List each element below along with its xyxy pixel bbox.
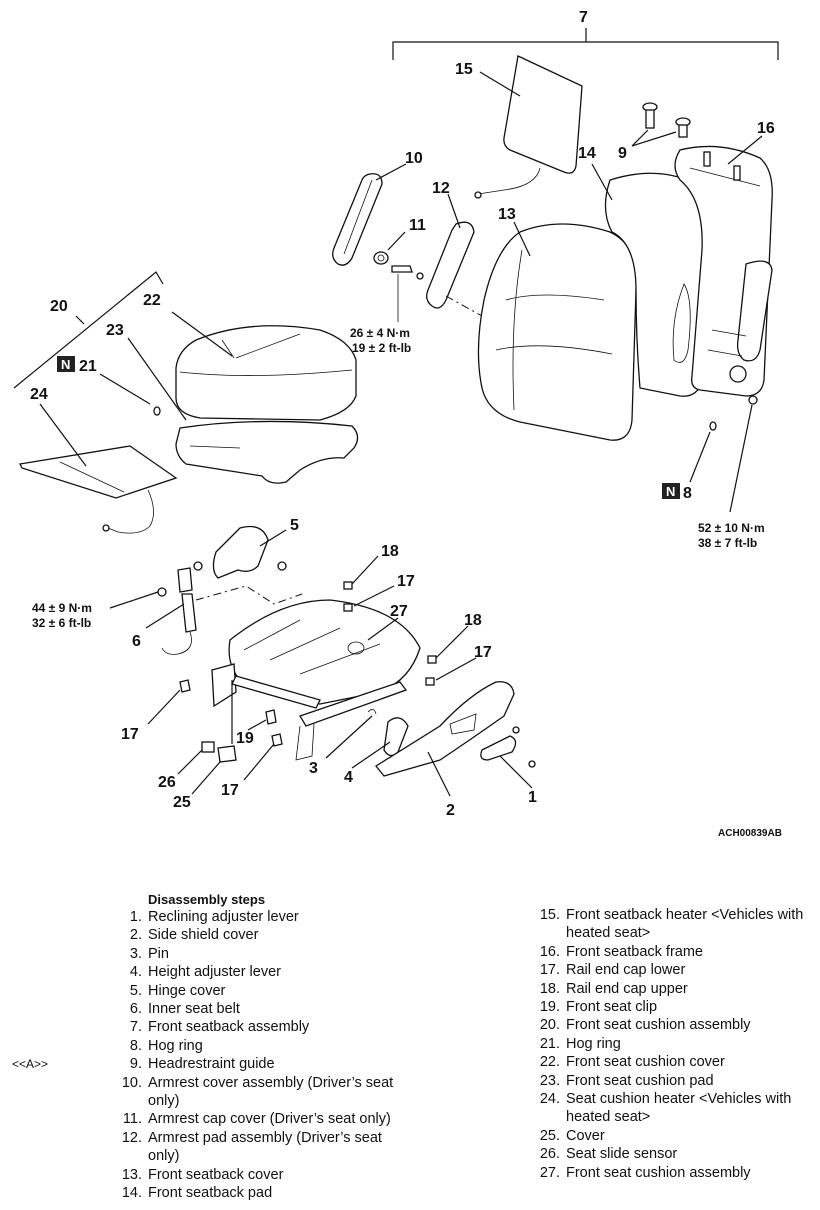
- step-item: 11.Armrest cap cover (Driver’s seat only…: [122, 1111, 391, 1128]
- step-item: 5.Hinge cover: [129, 982, 226, 999]
- reclining-lever-part: [480, 735, 536, 768]
- step-item: 7.Front seatback assembly: [129, 1019, 310, 1036]
- callout-22: 22: [143, 292, 161, 309]
- callout-26: 26: [158, 774, 176, 791]
- front-seat-clip-part: [265, 709, 277, 725]
- callout-8: 8: [683, 485, 692, 502]
- svg-text:N: N: [61, 357, 70, 372]
- seat-slide-sensor-part: [201, 741, 237, 763]
- cushion-heater-part: [19, 445, 178, 534]
- step-item: 16.Front seatback frame: [539, 943, 703, 960]
- step-item: 14.Front seatback pad: [121, 1185, 273, 1202]
- figure-code: ACH00839AB: [718, 828, 782, 839]
- hinge-cover-part: [193, 525, 287, 579]
- callout-24: 24: [30, 386, 48, 403]
- callout-7: 7: [579, 9, 588, 26]
- step-item: 3.Pin: [129, 945, 169, 962]
- armrest-cap-part: [373, 251, 424, 280]
- rail-end-cap-part: [179, 581, 437, 747]
- svg-text:N: N: [666, 484, 675, 499]
- callout-5: 5: [290, 517, 299, 534]
- callout-16: 16: [757, 120, 775, 137]
- step-item: 27.Front seat cushion assembly: [539, 1164, 751, 1181]
- callout-14: 14: [578, 145, 596, 162]
- step-item: 1.Reclining adjuster lever: [129, 909, 299, 925]
- steps-title: Disassembly steps: [148, 892, 266, 907]
- step-item: 10.Armrest cover assembly (Driver’s seat…: [121, 1074, 394, 1110]
- torque-spec-imperial: 38 ± 7 ft-lb: [698, 536, 757, 550]
- callout-21: 21: [79, 358, 97, 375]
- callout-27: 27: [390, 603, 408, 620]
- callout-13: 13: [498, 206, 516, 223]
- step-item: 12.Armrest pad assembly (Driver’s seat o…: [121, 1129, 382, 1165]
- step-item: 9.Headrestraint guide: [129, 1056, 275, 1073]
- seatback-cover-part: [477, 223, 638, 441]
- inner-seat-belt-part: [157, 567, 197, 655]
- callout-11: 11: [409, 217, 426, 234]
- callout-17d: 17: [221, 782, 239, 799]
- hog-ring-part: [709, 421, 717, 431]
- callout-19: 19: [236, 730, 254, 747]
- step-item: 22.Front seat cushion cover: [539, 1054, 725, 1071]
- seat-cushion-frame-part: [211, 599, 421, 761]
- callout-3: 3: [309, 760, 318, 777]
- step-item: 8.Hog ring: [129, 1037, 203, 1054]
- callout-18b: 18: [464, 612, 482, 629]
- step-item: 19.Front seat clip: [539, 999, 658, 1016]
- armrest-cover-part: [332, 173, 383, 266]
- step-item: 25.Cover: [539, 1127, 605, 1144]
- callout-1: 1: [528, 789, 537, 806]
- step-item: 26.Seat slide sensor: [539, 1146, 678, 1163]
- callout-25: 25: [173, 794, 191, 811]
- step-item: 21.Hog ring: [539, 1035, 621, 1052]
- step-item: 18.Rail end cap upper: [539, 980, 688, 997]
- callout-15: 15: [455, 61, 473, 78]
- replace-mark-icon: [57, 356, 75, 372]
- step-item: 17.Rail end cap lower: [539, 962, 686, 979]
- callout-2: 2: [446, 802, 455, 819]
- torque-spec-metric: 44 ± 9 N·m: [32, 601, 92, 615]
- step-item: 15.Front seatback heater <Vehicles with …: [539, 907, 804, 942]
- replace-mark-icon: [662, 483, 680, 499]
- callout-17c: 17: [121, 726, 139, 743]
- seatback-frame-part: [674, 145, 773, 397]
- torque-spec-metric: 52 ± 10 N·m: [698, 521, 765, 535]
- pin-part: [367, 709, 377, 715]
- callout-23: 23: [106, 322, 124, 339]
- callout-18a: 18: [381, 543, 399, 560]
- steps-list-left: 1.Reclining adjuster lever 2.Side shield…: [110, 908, 410, 1203]
- callout-17b: 17: [474, 644, 492, 661]
- hog-ring-part: [153, 406, 161, 416]
- step-item: 13.Front seatback cover: [121, 1166, 284, 1183]
- cushion-pad-part: [175, 420, 359, 484]
- steps-list-right: 15.Front seatback heater <Vehicles with …: [528, 906, 818, 1182]
- torque-spec-metric: 26 ± 4 N·m: [350, 326, 410, 340]
- exploded-seat-diagram: N N: [13, 9, 782, 839]
- callout-20: 20: [50, 298, 68, 315]
- step-item: 24.Seat cushion heater <Vehicles with he…: [539, 1091, 792, 1126]
- step-item: 2.Side shield cover: [129, 927, 259, 944]
- callout-6: 6: [132, 633, 141, 650]
- cushion-cover-part: [175, 325, 357, 432]
- step-item: 4.Height adjuster lever: [129, 964, 281, 981]
- torque-spec-imperial: 32 ± 6 ft-lb: [32, 616, 91, 630]
- seatback-heater-part: [474, 55, 583, 199]
- callout-9: 9: [618, 145, 627, 162]
- step-item: 20.Front seat cushion assembly: [539, 1017, 751, 1034]
- headrestraint-guide-part: [642, 102, 691, 138]
- procedure-reference-mark: <<A>>: [12, 1057, 49, 1071]
- callout-10: 10: [405, 150, 423, 167]
- step-item: 23.Front seat cushion pad: [539, 1072, 714, 1089]
- callout-4: 4: [344, 769, 353, 786]
- callout-17a: 17: [397, 573, 415, 590]
- step-item: 6.Inner seat belt: [129, 1001, 240, 1018]
- side-shield-cover-part: [375, 681, 520, 777]
- torque-spec-imperial: 19 ± 2 ft-lb: [352, 341, 411, 355]
- callout-12: 12: [432, 180, 450, 197]
